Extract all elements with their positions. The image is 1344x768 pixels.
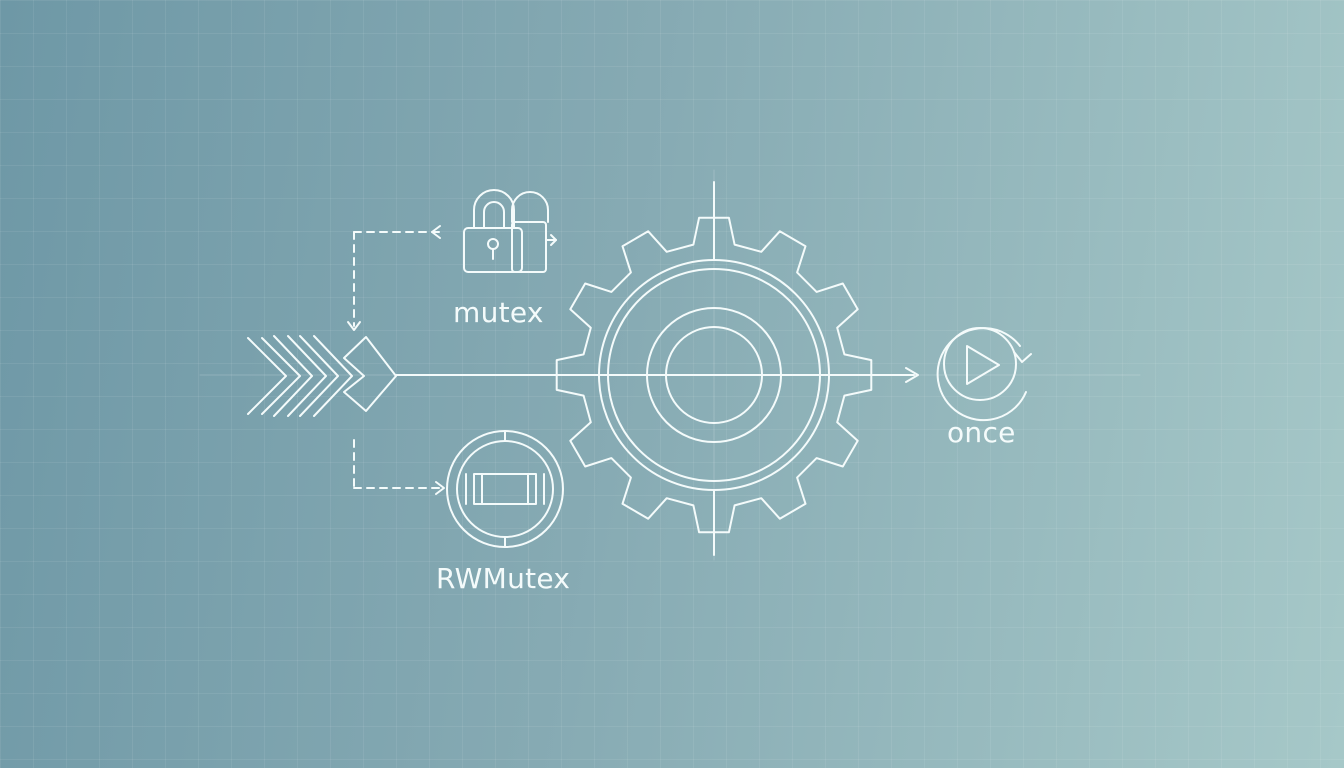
rwmutex-label: RWMutex <box>436 562 571 595</box>
chevrons-icon <box>247 335 397 417</box>
once-label: once <box>947 416 1016 449</box>
rwmutex-branch-arrowhead <box>435 481 445 495</box>
mutex-label: mutex <box>453 296 544 329</box>
mutex-branch-arrowhead-down <box>347 321 361 331</box>
main-flow-arrowhead <box>905 367 919 383</box>
chevron-head-icon <box>343 336 397 412</box>
padlock-icon <box>463 189 557 273</box>
mutex-branch-connector <box>353 231 441 327</box>
rwmutex-branch-connector <box>353 439 441 489</box>
mutex-branch-arrowhead-left <box>431 225 441 239</box>
gear-icon <box>555 181 873 556</box>
play-once-icon <box>936 327 1032 422</box>
rw-lock-icon <box>446 430 564 548</box>
